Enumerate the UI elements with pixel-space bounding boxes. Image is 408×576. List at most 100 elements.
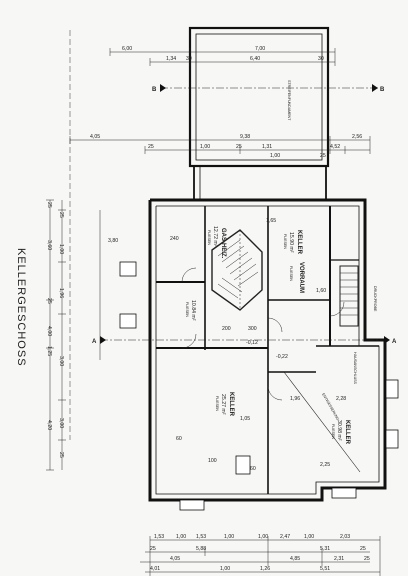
dimension-label-left: 25 bbox=[58, 212, 64, 218]
dimension-label-bottom: 25 bbox=[360, 546, 366, 552]
section-mark-a-left: A bbox=[92, 339, 97, 345]
section-mark-b-left: B bbox=[152, 87, 157, 93]
dimension-label-bottom: 4,05 bbox=[170, 556, 180, 562]
dimension-label-interior: 1,60 bbox=[316, 288, 326, 294]
outer-walls bbox=[148, 198, 387, 502]
sheet-title: KELLERGESCHOSS bbox=[15, 248, 27, 367]
annex-outline bbox=[188, 26, 330, 200]
dimension-label-top: 25 bbox=[236, 144, 242, 150]
left-dimension-lines bbox=[46, 199, 101, 471]
dimension-label-bottom: 4,01 bbox=[150, 566, 160, 572]
dimension-label-bottom: 2,47 bbox=[280, 534, 290, 540]
dimension-label-interior: 1,96 bbox=[290, 396, 300, 402]
dimension-label-bottom: 5,88 bbox=[196, 546, 206, 552]
dimension-label-top: 2,56 bbox=[352, 134, 362, 140]
dimension-label-bottom: 1,00 bbox=[304, 534, 314, 540]
dimension-label-top: 4,52 bbox=[330, 144, 340, 150]
dimension-label-top: 1,34 bbox=[166, 56, 176, 62]
bottom-dimension-lines bbox=[140, 536, 381, 576]
dimension-label-bottom: 1,53 bbox=[154, 534, 164, 540]
dimension-label-top: 6,40 bbox=[250, 56, 260, 62]
room-gas-heiz-name: GAS-HEIZ. bbox=[220, 228, 226, 259]
room-keller-south-area: 25.27 m² bbox=[220, 394, 226, 415]
dimension-label-left: 3,00 bbox=[58, 356, 64, 366]
section-mark-a-right: A bbox=[392, 339, 397, 345]
dimension-label-left: 25 bbox=[58, 452, 64, 458]
dimension-label-bottom: 1,53 bbox=[196, 534, 206, 540]
level-mark-a: -0,22 bbox=[276, 354, 288, 360]
dimension-label-interior: 3,80 bbox=[108, 238, 118, 244]
exterior-stair bbox=[339, 265, 359, 327]
dimension-label-interior: 1,65 bbox=[266, 218, 276, 224]
room-keller-north-name: KELLER bbox=[296, 230, 302, 255]
room-vorraum-name: VORRAUM bbox=[298, 262, 304, 293]
dimension-label-bottom: 25 bbox=[150, 546, 156, 552]
dimension-label-top: 30 bbox=[186, 56, 192, 62]
dimension-label-top: 25 bbox=[148, 144, 154, 150]
room-keller-north-area: 15.90 m² bbox=[288, 232, 294, 253]
dimension-label-top: 25 bbox=[320, 153, 326, 159]
dimension-label-bottom: 4,85 bbox=[290, 556, 300, 562]
dimension-label-left: 25 bbox=[46, 298, 52, 304]
dimension-label-bottom: 1,00 bbox=[224, 534, 234, 540]
dimension-label-left: 3,60 bbox=[46, 240, 52, 250]
dimension-label-bottom: 1,26 bbox=[260, 566, 270, 572]
dimension-label-interior: 300 bbox=[248, 326, 257, 332]
dimension-label-top: 7,00 bbox=[255, 46, 265, 52]
window-light-wells bbox=[119, 261, 399, 511]
dimension-label-top: 6,00 bbox=[122, 46, 132, 52]
staircase bbox=[211, 229, 263, 311]
top-dimension-lines bbox=[69, 48, 371, 154]
dimension-label-interior: 2,28 bbox=[336, 396, 346, 402]
room-hwr-floor: FLIESEN bbox=[185, 302, 189, 317]
dimension-label-top: 1,00 bbox=[270, 153, 280, 159]
dimension-label-bottom: 1,00 bbox=[176, 534, 186, 540]
note-stair: DRUCKPROBE bbox=[373, 286, 377, 312]
dimension-label-bottom: 1,00 bbox=[220, 566, 230, 572]
room-keller-east-name: KELLER bbox=[344, 420, 350, 445]
dimension-label-bottom: 1,00 bbox=[258, 534, 268, 540]
dimension-label-top: 30 bbox=[318, 56, 324, 62]
room-keller-north-floor: FLIESEN bbox=[283, 234, 287, 249]
room-keller-east-floor: FLIESEN bbox=[331, 424, 335, 439]
room-keller-south-name: KELLER bbox=[228, 392, 234, 417]
dimension-label-left: 1,25 bbox=[46, 346, 52, 356]
section-mark-b-right: B bbox=[380, 87, 385, 93]
dimension-labels: 6,00 7,00 1,34 30 6,40 30 4,05 9,38 2,56 25 1,00 25… bbox=[46, 46, 370, 572]
dimension-label-interior: 60 bbox=[176, 436, 182, 442]
dimension-label-left: 4,20 bbox=[46, 420, 52, 430]
dimension-label-left: 1,96 bbox=[58, 288, 64, 298]
door-swings bbox=[181, 267, 345, 401]
interior-walls bbox=[156, 206, 379, 494]
note-anschluss: HAUSANSCHLUSS bbox=[353, 352, 357, 385]
dimension-label-left: 25 bbox=[46, 202, 52, 208]
dimension-label-bottom: 5,51 bbox=[320, 566, 330, 572]
dimension-label-top: 1,31 bbox=[262, 144, 272, 150]
dimension-label-interior: 60 bbox=[250, 466, 256, 472]
diagonal-entwaesserung-line bbox=[283, 371, 361, 473]
section-line-a bbox=[100, 336, 390, 344]
dimension-label-left: 4,00 bbox=[46, 326, 52, 336]
dimension-label-top: 1,00 bbox=[200, 144, 210, 150]
dimension-label-left: 1,00 bbox=[58, 244, 64, 254]
room-gas-heiz-area: 12.72 m² bbox=[212, 226, 218, 247]
dimension-label-interior: 2,25 bbox=[320, 462, 330, 468]
dimension-label-bottom: 2,03 bbox=[340, 534, 350, 540]
dimension-label-bottom: 5,31 bbox=[320, 546, 330, 552]
section-line-b bbox=[160, 84, 378, 92]
dimension-label-bottom: 25 bbox=[364, 556, 370, 562]
dimension-label-interior: 1,05 bbox=[240, 416, 250, 422]
level-mark-b: -0,12 bbox=[246, 340, 258, 346]
annex-note: STREIFENFUNDAMENT bbox=[287, 80, 291, 121]
room-vorraum-floor: FLIESEN bbox=[289, 266, 293, 281]
dimension-label-bottom: 2,31 bbox=[334, 556, 344, 562]
dimension-label-interior: 200 bbox=[222, 326, 231, 332]
dimension-label-interior: 240 bbox=[170, 236, 179, 242]
room-keller-south-floor: FLIESEN bbox=[215, 396, 219, 411]
dimension-label-top: 4,05 bbox=[90, 134, 100, 140]
dimension-label-top: 9,38 bbox=[240, 134, 250, 140]
room-gas-heiz-floor: FLIESEN bbox=[207, 230, 211, 245]
room-keller-east-area: 30.98 m² bbox=[336, 420, 342, 441]
